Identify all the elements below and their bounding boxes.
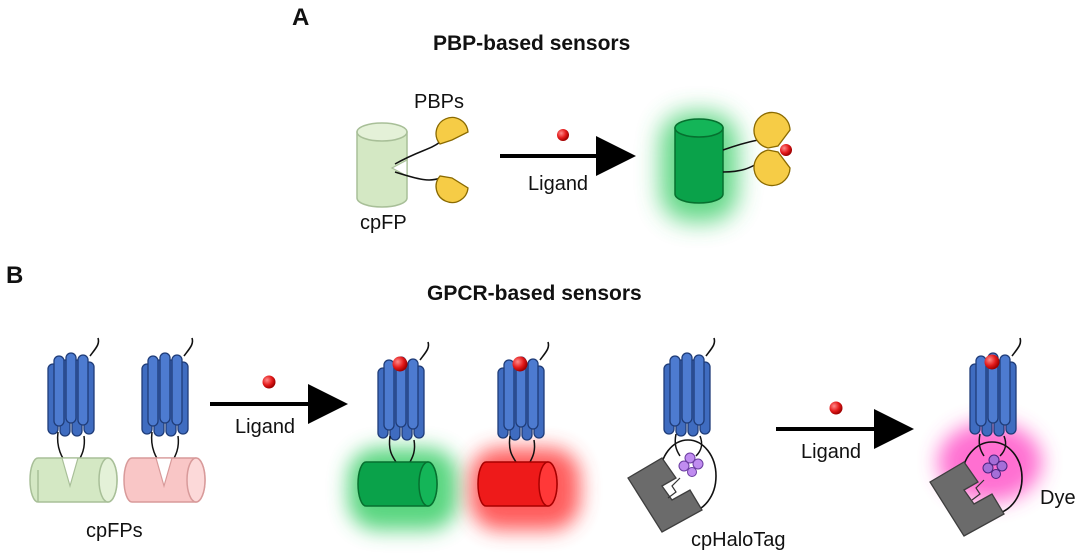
pbp-sensor-unbound	[356, 116, 469, 208]
label-ligand: Ligand	[528, 173, 589, 195]
label-pbps: PBPs	[414, 91, 465, 113]
gpcr-cphalotag-bound	[929, 337, 1042, 537]
label-cphalotag: cpHaloTag	[691, 529, 786, 551]
pbp-jaws-open	[435, 116, 469, 204]
cpfp-cylinder-off	[356, 122, 408, 208]
label-dye: Dye	[1040, 487, 1076, 509]
pbp-jaws-closed	[753, 111, 791, 187]
label-ligand: Ligand	[235, 416, 296, 438]
panel-letter-a: A	[292, 4, 310, 31]
gpcr-cpfp-green-off	[29, 337, 118, 503]
cpfp-cylinder-green	[674, 118, 724, 204]
ligand-ball	[829, 401, 843, 415]
panel-letter-b: B	[6, 262, 24, 289]
panel-a-title: PBP-based sensors	[433, 32, 631, 55]
label-cpfps: cpFPs	[86, 520, 143, 542]
label-ligand: Ligand	[801, 441, 862, 463]
dye-cluster-bound	[971, 454, 1008, 501]
panel-b-title: GPCR-based sensors	[427, 282, 642, 305]
ligand-ball	[262, 375, 276, 389]
dye-cluster	[667, 452, 704, 499]
gpcr-cphalotag-unbound	[627, 337, 717, 533]
gpcr-cpfp-red-off	[123, 337, 206, 503]
gpcr-cpfp-red-on	[470, 341, 580, 530]
pbp-sensor-bound	[660, 111, 792, 222]
ligand-ball	[557, 129, 569, 141]
gpcr-cpfp-green-on	[348, 341, 458, 530]
ligand-ball-bound	[780, 144, 792, 156]
label-cpfp: cpFP	[360, 212, 407, 234]
